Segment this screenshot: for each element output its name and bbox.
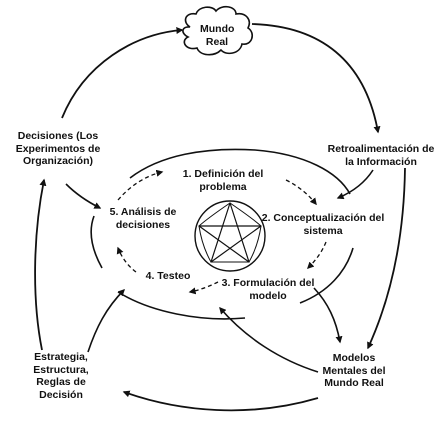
step-1-label: 1. Definición del problema — [182, 168, 264, 193]
world-label: Mundo Real — [200, 23, 235, 48]
cycle-arrow-1-to-2 — [285, 179, 317, 206]
arrow-feedback-to-mental-models — [367, 167, 406, 350]
arrow-mental-models-to-inner — [219, 306, 319, 373]
central-circle — [194, 200, 266, 272]
feedback-label: Retroalimentación de la Información — [327, 143, 435, 168]
cloud-shape — [182, 5, 254, 56]
inner-cycle-upper-arc — [129, 148, 351, 195]
arrow-mental-models-to-strategy — [122, 390, 319, 412]
mental-models-label: Modelos Mentales del Mundo Real — [322, 352, 386, 389]
cycle-arrow-3-to-4 — [188, 281, 219, 295]
arrow-step3-to-mental-models — [313, 287, 343, 344]
arrow-strategy-to-inner — [87, 289, 125, 353]
step-2-label: 2. Conceptualización del sistema — [261, 212, 385, 237]
inner-cycle-left-arc — [90, 215, 103, 269]
cycle-arrow-4-to-5 — [116, 246, 137, 273]
decisions-label: Decisiones (Los Experimentos de Organiza… — [15, 130, 101, 167]
step-5-label: 5. Análisis de decisiones — [109, 206, 177, 231]
arrow-world-to-feedback — [251, 23, 381, 134]
central-star-curves — [198, 202, 262, 263]
arrow-strategy-to-decisions — [34, 178, 47, 351]
step-4-label: 4. Testeo — [145, 270, 191, 282]
central-star — [198, 202, 262, 263]
step-3-label: 3. Formulación del modelo — [221, 277, 315, 302]
cycle-arrow-2-to-3 — [307, 241, 327, 269]
arrow-decisions-to-inner — [65, 183, 102, 209]
arrow-feedback-to-step2 — [336, 169, 374, 200]
strategy-label: Estrategia, Estructura, Reglas de Decisi… — [33, 351, 89, 401]
arrow-decisions-to-world — [61, 26, 184, 119]
cycle-arrow-5-to-1 — [117, 169, 164, 201]
inner-cycle-lower-arc — [117, 291, 246, 320]
inner-cycle-right-arc — [299, 247, 354, 304]
